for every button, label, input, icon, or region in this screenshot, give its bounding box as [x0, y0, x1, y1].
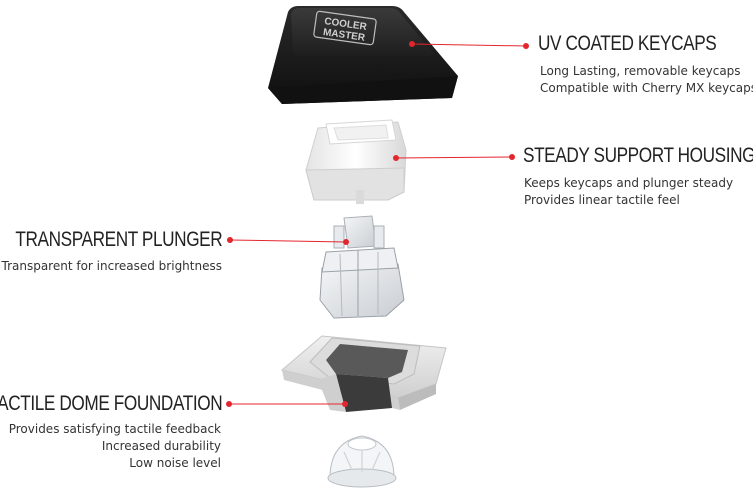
dome-dot-start — [226, 401, 232, 407]
dome-desc-line: Low noise level — [129, 456, 221, 470]
dome-illustration — [327, 435, 397, 488]
keycap-illustration: COOLER MASTER — [268, 6, 458, 104]
housing-illustration — [305, 119, 407, 204]
keycaps-title: UV COATED KEYCAPS — [538, 32, 717, 55]
plunger-leader — [229, 239, 347, 243]
housing-title: STEADY SUPPORT HOUSING — [523, 144, 753, 167]
cooler-master-logo: COOLER MASTER — [313, 10, 377, 46]
dome-desc-line: Increased durability — [101, 439, 221, 453]
base-housing-illustration — [280, 335, 447, 412]
housing-desc-line: Keeps keycaps and plunger steady — [524, 176, 734, 190]
housing-description: Keeps keycaps and plunger steady Provide… — [524, 175, 733, 209]
housing-dot-end — [509, 154, 515, 160]
housing-dot-start — [393, 155, 399, 161]
plunger-dot-end — [343, 239, 349, 245]
keycaps-desc-line: Long Lasting, removable keycaps — [540, 64, 741, 78]
plunger-title: TRANSPARENT PLUNGER — [15, 228, 222, 251]
plunger-dot-start — [227, 237, 233, 243]
plunger-description: Transparent for increased brightness — [2, 258, 223, 275]
keycap-dot-end — [523, 43, 529, 49]
keycap-leader — [411, 43, 527, 47]
keycaps-desc-line: Compatible with Cherry MX keycaps — [540, 81, 753, 95]
dome-dot-end — [342, 401, 348, 407]
housing-leader — [395, 156, 513, 159]
plunger-illustration — [319, 215, 405, 319]
housing-desc-line: Provides linear tactile feel — [524, 193, 680, 207]
leader-lines — [226, 41, 529, 407]
plunger-desc-line: Transparent for increased brightness — [1, 259, 223, 273]
dome-desc-line: Provides satisfying tactile feedback — [8, 422, 221, 436]
keycap-dot-start — [409, 41, 415, 47]
dome-description: Provides satisfying tactile feedback Inc… — [9, 421, 221, 472]
dome-title: TACTILE DOME FOUNDATION — [0, 392, 222, 415]
keycaps-description: Long Lasting, removable keycaps Compatib… — [540, 63, 753, 97]
